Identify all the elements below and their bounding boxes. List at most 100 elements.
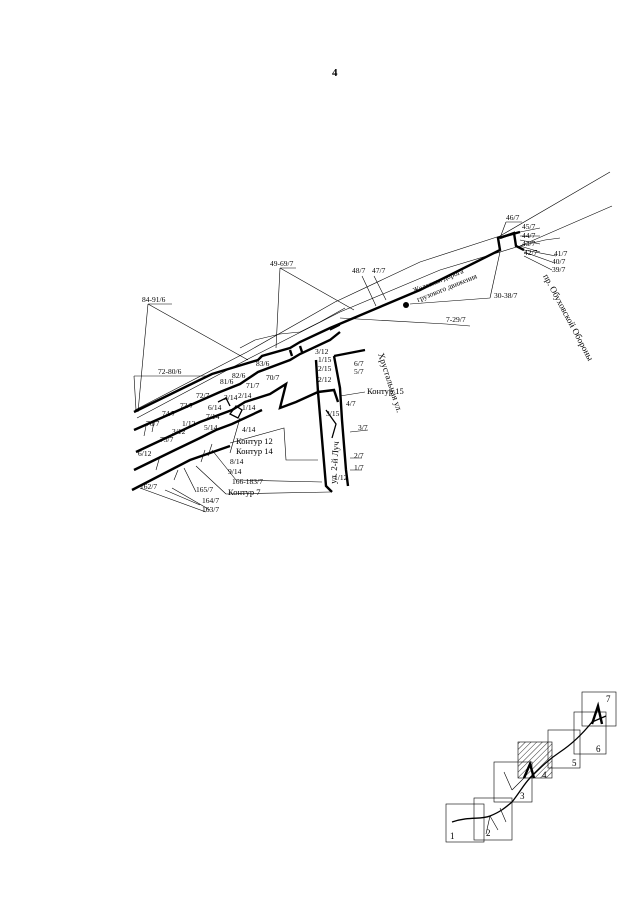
label-4-14: 4/14 — [242, 425, 256, 434]
label-1-12b: 1/12 — [182, 419, 196, 428]
luch-cross — [317, 388, 340, 403]
khrustalnaya-stub — [333, 348, 366, 358]
label-9-14: 9/14 — [228, 467, 242, 476]
label-44-7: 44/7 — [522, 231, 536, 240]
railway-hatch — [329, 316, 356, 331]
label-45-7: 45/7 — [522, 222, 536, 231]
label-162-7: 162/7 — [140, 482, 157, 491]
leader-lines — [133, 221, 557, 513]
inset-branches-2 — [503, 771, 527, 791]
label-43-7: 43/7 — [522, 239, 536, 248]
contour-14-leader — [229, 417, 241, 454]
label-30-38-7: 30-38/7 — [494, 291, 518, 300]
inset-sheet-6 — [573, 711, 607, 755]
label-42-7: 42/7 — [524, 248, 538, 257]
inset-sheet-5 — [547, 729, 581, 769]
inset-number-6: 6 — [596, 744, 601, 754]
luch-spur — [325, 409, 337, 439]
label-164-7: 164/7 — [202, 496, 219, 505]
label-163-7: 163/7 — [202, 505, 219, 514]
main-plan — [131, 171, 613, 493]
label-2-14: 2/14 — [238, 391, 252, 400]
label-6-7: 6/7 — [354, 359, 364, 368]
label-3-12b: 3/12 — [172, 427, 186, 436]
inset-marker-4 — [522, 760, 536, 779]
contour-line-7 — [135, 381, 319, 454]
railway-marker — [403, 302, 409, 308]
railway-edge-upper — [134, 171, 611, 411]
label-7-14: 7/14 — [206, 412, 220, 421]
railway-edge-mid — [239, 307, 346, 349]
label-84-91-6: 84-91/6 — [142, 295, 166, 304]
label-5-14: 5/14 — [204, 423, 218, 432]
label-5-7: 5/7 — [354, 367, 364, 376]
contour-15-label: Контур 15 — [367, 386, 404, 396]
label-1-12: 1/12 — [334, 473, 348, 482]
inset-sheet-7 — [581, 691, 617, 727]
inset-number-3: 3 — [520, 791, 525, 801]
label-83-6: 83/6 — [256, 359, 270, 368]
contour-line-middle — [133, 331, 341, 432]
label-72-7: 72/7 — [196, 391, 210, 400]
inset-number-1: 1 — [450, 831, 455, 841]
inset-key-map: 1 2 3 4 5 6 7 — [445, 691, 617, 843]
label-2-15: 2/15 — [318, 364, 332, 373]
label-165-7: 165/7 — [196, 485, 213, 494]
contour-15-leader — [339, 391, 366, 397]
luch-line-right — [332, 355, 350, 487]
street-edge — [519, 237, 561, 247]
label-49-69-7: 49-69/7 — [270, 259, 294, 268]
inset-number-2: 2 — [486, 828, 491, 838]
contour-14-label: Контур 14 — [236, 446, 274, 456]
inset-sheet-2 — [473, 797, 513, 841]
label-75-7: 75/7 — [160, 435, 174, 444]
inset-marker-6 — [590, 701, 604, 725]
label-76-7: 76/7 — [146, 419, 160, 428]
street-khrustalnaya: Хрустальная ул. — [376, 352, 405, 414]
label-39-7: 39/7 — [552, 265, 566, 274]
label-2-7: 2/7 — [354, 451, 364, 460]
label-3-15: 3/15 — [326, 409, 340, 418]
label-8-14: 8/14 — [230, 457, 244, 466]
inset-branches — [485, 807, 507, 835]
contour-line-south-west — [133, 408, 263, 472]
contour-7-leader — [195, 465, 331, 495]
page-number: 4 — [332, 67, 338, 79]
street-2-luch: ул. 2-й Луч — [328, 441, 341, 485]
label-3-7: 3/7 — [358, 423, 368, 432]
label-41-7: 41/7 — [554, 249, 568, 258]
label-47-7: 47/7 — [372, 266, 386, 275]
label-48-7: 48/7 — [352, 266, 366, 275]
label-82-6: 82/6 — [232, 371, 246, 380]
label-3-12: 3/12 — [315, 347, 329, 356]
label-74-7: 74/7 — [162, 409, 176, 418]
contour-line-south — [131, 444, 231, 492]
inset-sheet-3 — [493, 761, 533, 803]
label-7-29-7: 7-29/7 — [446, 315, 466, 324]
label-70-7: 70/7 — [266, 373, 280, 382]
label-166-183-7: 166-183/7 — [232, 477, 263, 486]
contour-12-box — [229, 405, 243, 419]
label-1-7: 1/7 — [354, 463, 364, 472]
contour-end-notch — [499, 231, 525, 252]
inset-number-7: 7 — [606, 694, 611, 704]
contour-line-north — [133, 230, 521, 414]
plot-labels: 46/7 45/7 44/7 43/7 42/7 41/7 40/7 39/7 … — [138, 213, 568, 514]
label-4-7: 4/7 — [346, 399, 356, 408]
inset-number-4: 4 — [542, 770, 547, 780]
label-81-6: 81/6 — [220, 377, 234, 386]
contour-12-label: Контур 12 — [236, 436, 273, 446]
label-73-7: 73/7 — [180, 401, 194, 410]
label-2-12: 2/12 — [318, 375, 332, 384]
label-6-14: 6/14 — [208, 403, 222, 412]
label-1-14: 1/14 — [242, 403, 256, 412]
label-1-15: 1/15 — [318, 355, 332, 364]
label-71-7: 71/7 — [246, 381, 260, 390]
label-46-7: 46/7 — [506, 213, 520, 222]
railway-ticks — [288, 345, 304, 357]
contour-7-label: Контур 7 — [228, 487, 261, 497]
line-ticks — [143, 421, 213, 481]
contour-12-leader — [229, 427, 318, 461]
